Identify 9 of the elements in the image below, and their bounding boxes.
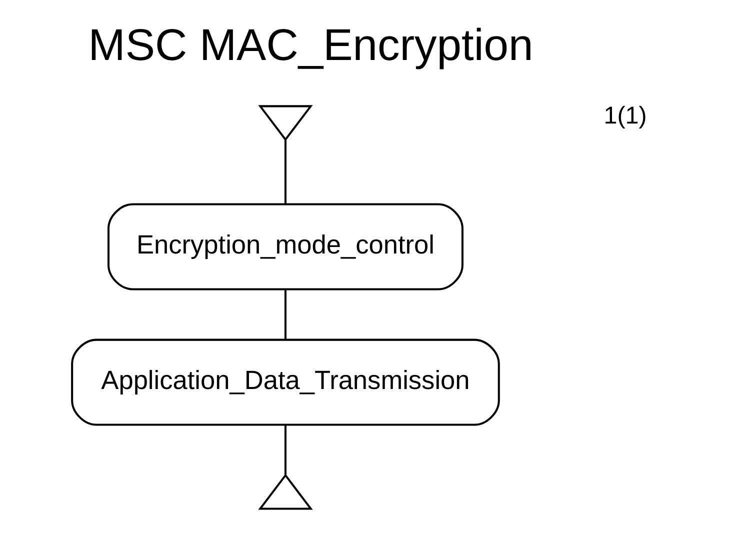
node-triangle [258,474,313,510]
node-triangle [258,105,313,142]
label: 1(1) [604,102,647,130]
node-box: Encryption_mode_control [107,203,464,290]
node-box: Application_Data_Transmission [71,338,500,426]
connector [284,425,286,475]
connector [284,290,286,339]
connector [284,140,286,204]
diagram-title: MSC MAC_Encryption [88,20,534,70]
